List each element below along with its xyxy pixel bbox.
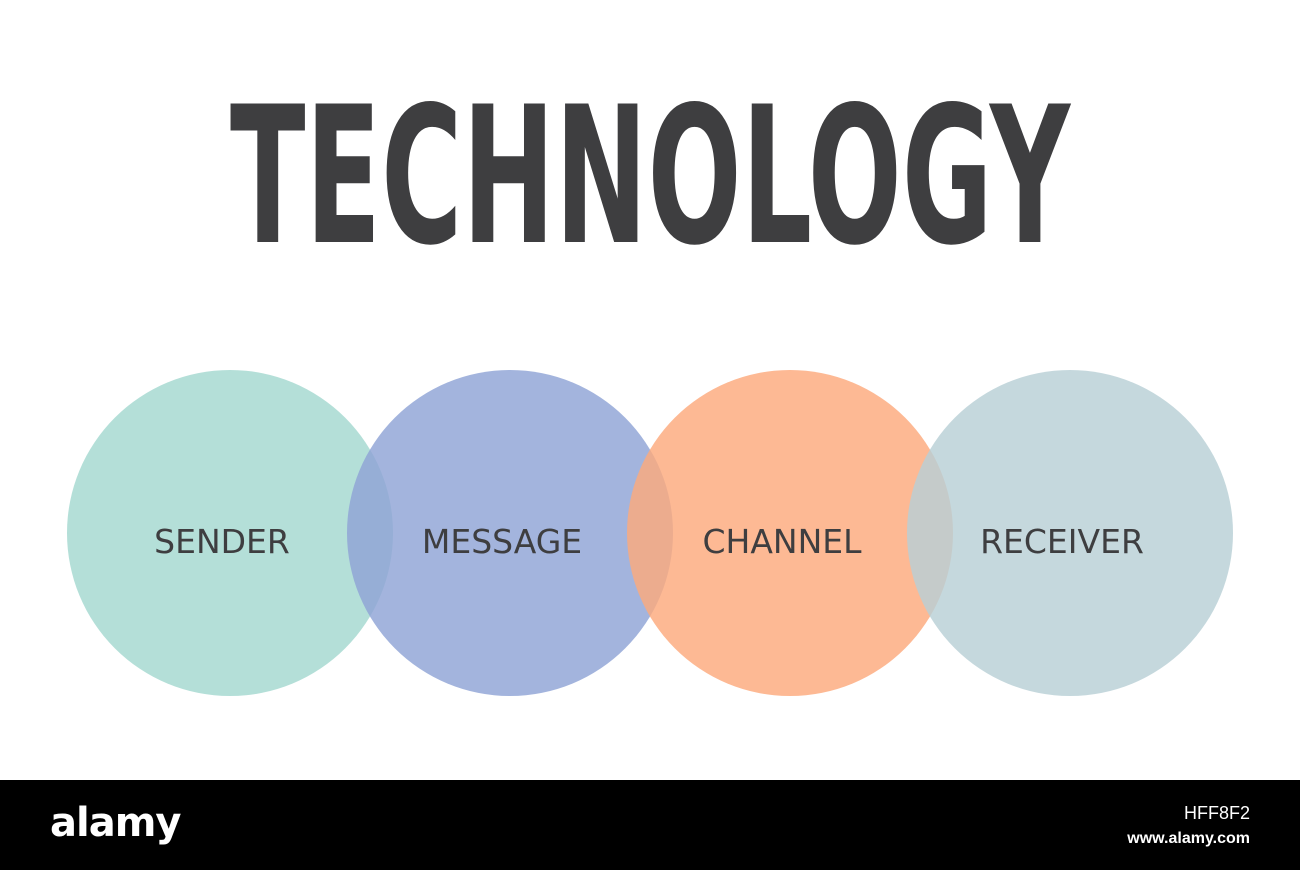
node-label-message: MESSAGE [422, 522, 582, 561]
diagram-title: TECHNOLOGY [230, 66, 1071, 287]
process-labels: SENDER MESSAGE CHANNEL RECEIVER [154, 522, 1144, 561]
node-circle-receiver [907, 370, 1233, 696]
alamy-logo: alamy [50, 800, 181, 846]
node-circle-message [347, 370, 673, 696]
node-label-sender: SENDER [154, 522, 290, 561]
node-circle-channel [627, 370, 953, 696]
node-circle-sender [67, 370, 393, 696]
node-label-receiver: RECEIVER [980, 522, 1144, 561]
communication-diagram: TECHNOLOGY SENDER MESSAGE CHANNEL RECEIVER [67, 66, 1233, 696]
watermark-footer: alamy HFF8F2 www.alamy.com [0, 780, 1300, 870]
node-label-channel: CHANNEL [702, 522, 862, 561]
footer-url: www.alamy.com [1127, 830, 1250, 847]
image-id: HFF8F2 [1183, 803, 1250, 823]
process-nodes [67, 370, 1233, 696]
